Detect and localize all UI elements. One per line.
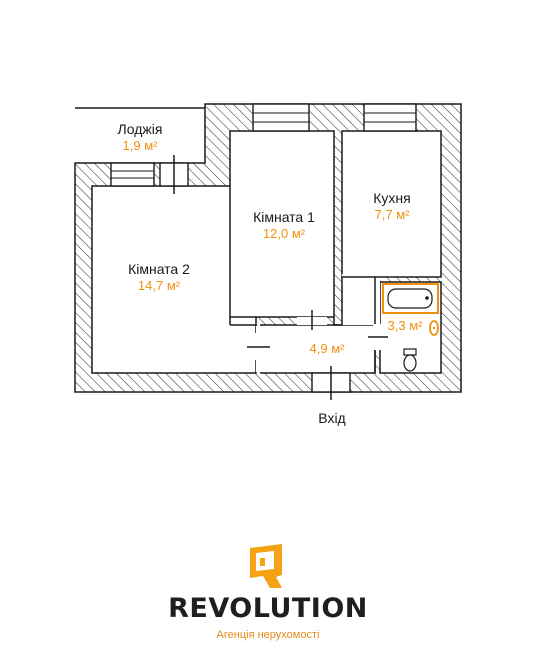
entrance-label: Вхід xyxy=(318,410,345,426)
brand-name: REVOLUTION xyxy=(168,593,368,624)
kitchen-floor xyxy=(341,130,442,278)
hall-area: 4,9 м² xyxy=(310,341,346,356)
window-room1 xyxy=(252,103,310,132)
entrance-door xyxy=(311,366,351,400)
kitchen-area: 7,7 м² xyxy=(375,207,411,222)
door-bathroom xyxy=(368,324,388,350)
bathroom-area: 3,3 м² xyxy=(388,318,424,333)
room2-area: 14,7 м² xyxy=(138,278,181,293)
loggia-area: 1,9 м² xyxy=(123,138,159,153)
room1-area: 12,0 м² xyxy=(263,226,306,241)
loggia-door xyxy=(159,155,189,194)
room2-name: Кімната 2 xyxy=(128,261,190,277)
door-room2 xyxy=(247,333,270,360)
sink-icon xyxy=(429,320,439,336)
room2-floor xyxy=(91,185,257,374)
toilet-icon xyxy=(403,348,417,372)
loggia-name: Лоджія xyxy=(118,121,163,137)
window-room2 xyxy=(110,162,155,187)
room1-floor xyxy=(229,130,335,318)
hall-floor xyxy=(260,324,376,374)
room1-name: Кімната 1 xyxy=(253,209,315,225)
window-kitchen xyxy=(363,103,417,132)
revolution-logo-icon xyxy=(250,544,282,588)
door-room1 xyxy=(297,310,327,330)
kitchen-name: Кухня xyxy=(373,190,410,206)
brand-tagline: Агенція нерухомості xyxy=(217,629,320,641)
bathtub-icon xyxy=(382,283,439,314)
